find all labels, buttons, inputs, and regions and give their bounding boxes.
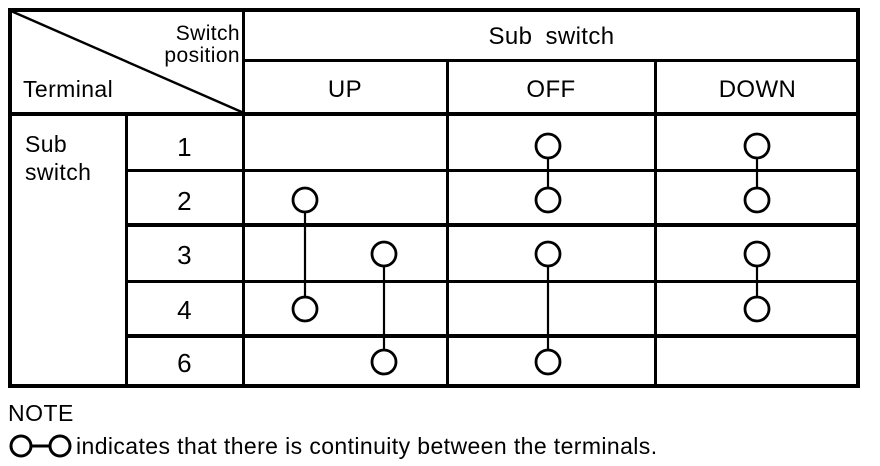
grid-line-terminal-up — [242, 8, 245, 388]
grid-line-up-off — [446, 59, 449, 388]
terminal-label-6: 6 — [177, 348, 192, 378]
note-title: NOTE — [8, 400, 74, 426]
grid-line-row-2-3 — [126, 223, 860, 227]
terminal-label-2: 2 — [177, 186, 192, 216]
note-legend-text: indicates that there is continuity betwe… — [76, 433, 658, 459]
grid-line-row-3-4 — [126, 280, 860, 283]
corner-bottom-label: Terminal — [23, 76, 114, 102]
grid-line-off-down — [654, 59, 657, 388]
continuity-symbol-icon — [9, 434, 72, 458]
column-header-down: DOWN — [718, 76, 797, 103]
terminal-label-1: 1 — [177, 132, 192, 162]
grid-line-under-header — [8, 112, 860, 116]
corner-top-label: Switch position — [164, 22, 240, 67]
grid-line-row-1-2 — [126, 169, 860, 172]
column-group-header: Sub switch — [488, 23, 615, 50]
column-header-off: OFF — [526, 76, 576, 103]
grid-line-under-column-group — [243, 59, 860, 62]
terminal-label-3: 3 — [177, 240, 192, 270]
column-header-up: UP — [327, 76, 363, 103]
row-group-label: Sub switch — [25, 131, 92, 185]
terminal-label-4: 4 — [177, 295, 192, 325]
table-frame — [8, 8, 860, 388]
grid-line-row-4-6 — [126, 334, 860, 338]
grid-line-rowlabel-terminal — [125, 112, 128, 388]
